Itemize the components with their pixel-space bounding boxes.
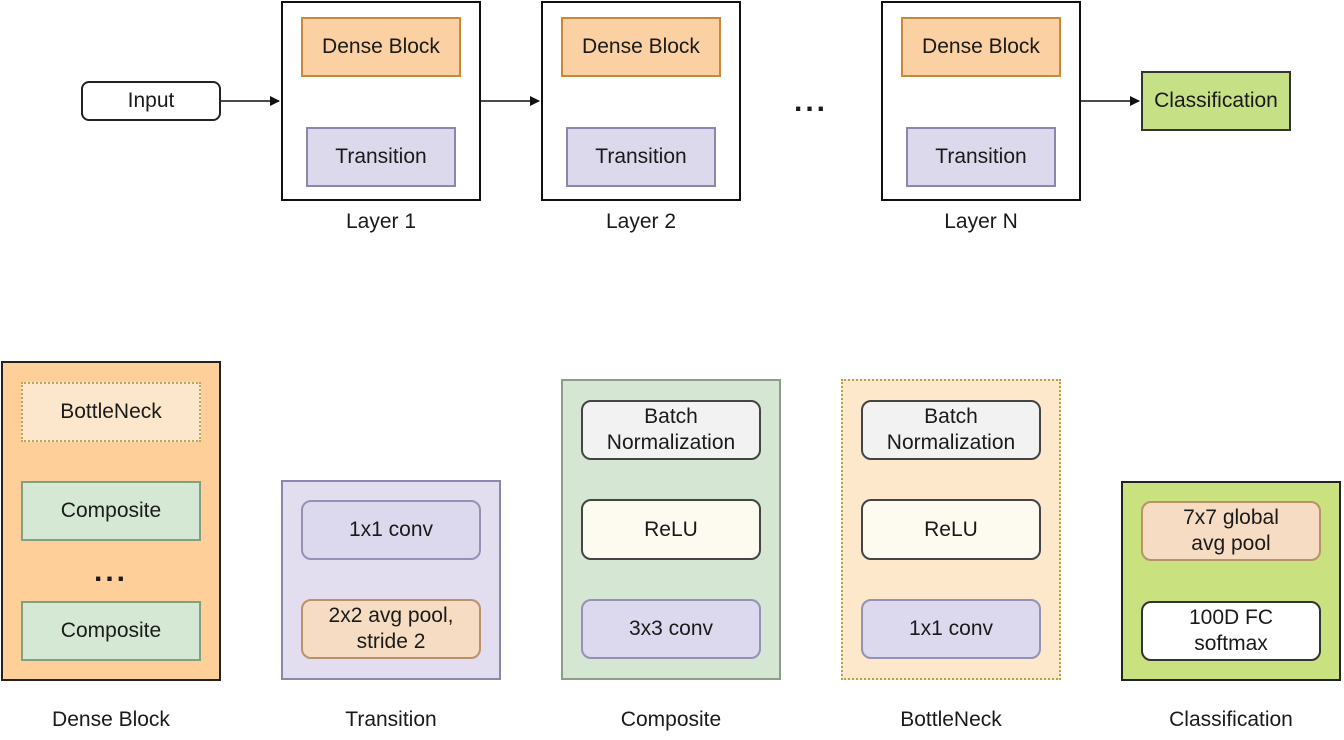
layer-n-dense-block: Dense Block [901,17,1061,77]
dense-panel-composite-1: Composite [21,481,201,541]
layer-1-dense-block: Dense Block [301,17,461,77]
transition-panel-pool: 2x2 avg pool, stride 2 [301,599,481,659]
composite-panel-relu: ReLU [581,499,761,560]
bottleneck-panel-relu: ReLU [861,499,1041,560]
bottleneck-caption: BottleNeck [900,708,1002,731]
bottleneck-panel-batchnorm: Batch Normalization [861,400,1041,460]
classification-node: Classification [1141,71,1291,131]
layer-1-transition: Transition [306,127,456,187]
transition-panel-conv: 1x1 conv [301,500,481,560]
classification-caption: Classification [1169,708,1293,731]
composite-panel-batchnorm: Batch Normalization [581,400,761,460]
bottleneck-panel-conv: 1x1 conv [861,599,1041,659]
layer-2-transition: Transition [566,127,716,187]
dense-block-caption: Dense Block [52,708,170,731]
layer-1-label: Layer 1 [345,210,417,233]
input-node: Input [81,81,221,121]
layers-ellipsis: ... [793,85,828,118]
classification-panel-fc: 100D FC softmax [1141,601,1321,661]
layer-2-dense-block: Dense Block [561,17,721,77]
transition-caption: Transition [345,708,437,731]
layer-n-label: Layer N [944,210,1018,233]
classification-panel-pool: 7x7 global avg pool [1141,501,1321,561]
composite-panel-conv: 3x3 conv [581,599,761,659]
layer-2-label: Layer 2 [605,210,677,233]
composite-caption: Composite [620,708,722,731]
layer-n-transition: Transition [906,127,1056,187]
dense-panel-bottleneck: BottleNeck [21,382,201,442]
dense-panel-composite-2: Composite [21,601,201,661]
dense-panel-ellipsis: ... [93,555,128,588]
